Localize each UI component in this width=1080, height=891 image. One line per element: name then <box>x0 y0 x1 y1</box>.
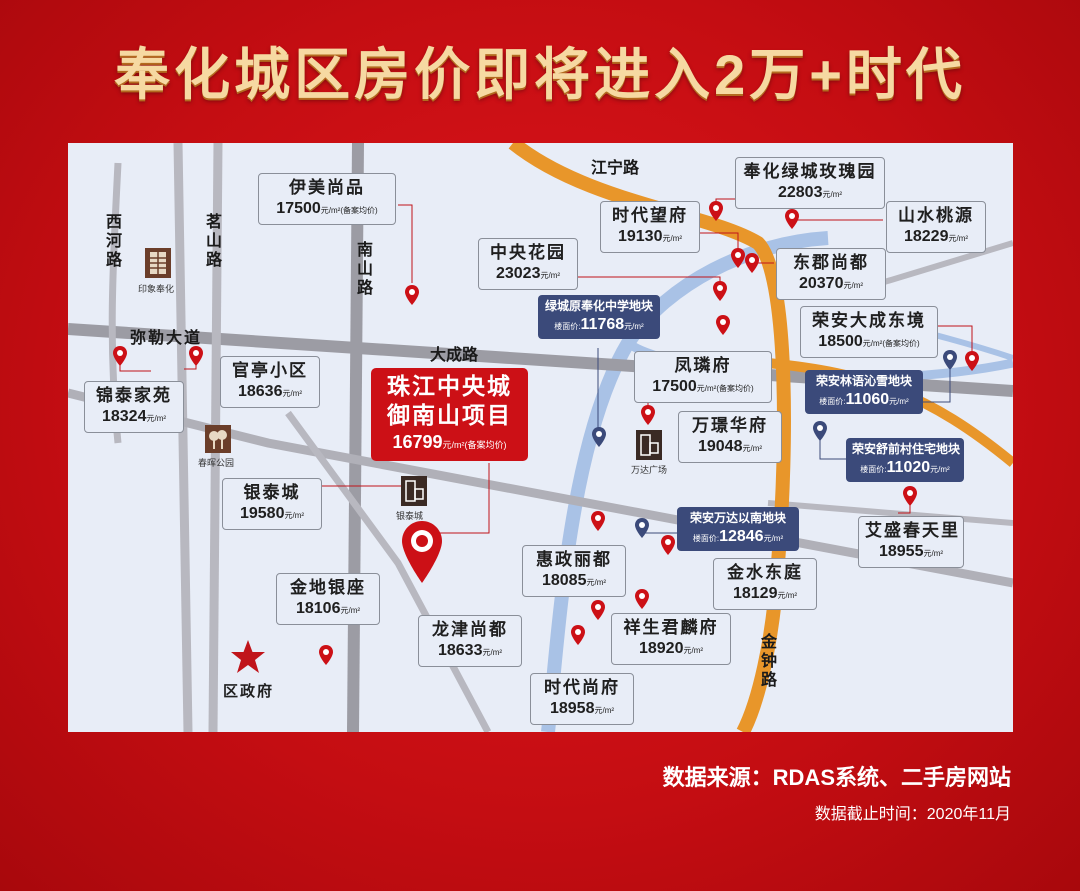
hero-price: 16799 <box>392 432 443 452</box>
card-meigui[interactable]: 奉化绿城玫瑰园 22803元/m² <box>735 157 885 209</box>
landmark-yinxiang-label: 印象奉化 <box>138 284 175 294</box>
card-jinshui[interactable]: 金水东庭 18129元/m² <box>713 558 817 610</box>
building-icon <box>145 248 171 278</box>
card-shanshui[interactable]: 山水桃源 18229元/m² <box>886 201 986 253</box>
road-label-dacheng: 大成路 <box>430 347 479 364</box>
road-label-mingshan: 茗山路 <box>205 214 222 269</box>
pin-guanting-icon[interactable] <box>189 346 203 366</box>
road-label-xihe: 西河路 <box>105 214 122 269</box>
card-yimei-price: 17500 <box>276 200 321 217</box>
land-rongan-shuqian[interactable]: 荣安舒前村住宅地块 楼面价:11020元/m² <box>846 438 964 482</box>
card-rongan-dacheng[interactable]: 荣安大成东境 18500元/m²(备案均价) <box>800 306 938 358</box>
card-jindi[interactable]: 金地银座 18106元/m² <box>276 573 380 625</box>
landmark-wanda-label: 万达广场 <box>631 465 668 475</box>
pin-dongjun-icon[interactable] <box>731 248 745 268</box>
card-longjin[interactable]: 龙津尚都 18633元/m² <box>418 615 522 667</box>
card-aisheng[interactable]: 艾盛春天里 18955元/m² <box>858 516 964 568</box>
pin-aisheng-icon[interactable] <box>903 486 917 506</box>
road-label-mile: 弥勒大道 <box>130 330 203 347</box>
data-cutoff: 数据截止时间：2020年11月 <box>814 806 1011 823</box>
pin-shidaiwang-icon[interactable] <box>709 201 723 221</box>
mall-icon <box>636 430 662 460</box>
card-wanjing[interactable]: 万璟华府 19048元/m² <box>678 411 782 463</box>
data-source: 数据来源：RDAS系统、二手房网站 <box>662 765 1011 790</box>
card-yimei-name: 伊美尚品 <box>289 178 365 197</box>
road-label-jiangning: 江宁路 <box>591 160 640 177</box>
shopping-icon <box>401 476 427 506</box>
card-yintai[interactable]: 银泰城 19580元/m² <box>222 478 322 530</box>
land-rongan-wanda[interactable]: 荣安万达以南地块 楼面价:12846元/m² <box>677 507 799 551</box>
card-shidaiwang[interactable]: 时代望府 19130元/m² <box>600 201 700 253</box>
hero-name-line2: 御南山项目 <box>387 402 512 428</box>
pin-longjin-icon[interactable] <box>571 625 585 645</box>
pin-jinshui-icon[interactable] <box>661 535 675 555</box>
park-icon <box>205 425 231 453</box>
pin-rongan-linyu-icon[interactable] <box>943 350 957 370</box>
card-yimei[interactable]: 伊美尚品 17500元/m²(备案均价) <box>258 173 396 225</box>
card-jintai[interactable]: 锦泰家苑 18324元/m² <box>84 381 184 433</box>
road-label-jinzhong: 金钟路 <box>760 634 777 689</box>
pin-dongjun2-icon[interactable] <box>745 253 759 273</box>
pin-zhongyang-icon[interactable] <box>713 281 727 301</box>
landmark-yintaicheng-label: 银泰城 <box>396 511 424 521</box>
card-shidaishang[interactable]: 时代尚府 18958元/m² <box>530 673 634 725</box>
pin-shidaishang-icon[interactable] <box>591 600 605 620</box>
pin-huizheng-icon[interactable] <box>591 511 605 531</box>
pin-yimei-icon[interactable] <box>405 285 419 305</box>
pin-jindi-icon[interactable] <box>319 645 333 665</box>
land-lvcheng-school[interactable]: 绿城原奉化中学地块 楼面价:11768元/m² <box>538 295 660 339</box>
pin-lvcheng-school-icon[interactable] <box>592 427 606 447</box>
hero-project-card[interactable]: 珠江中央城 御南山项目 16799元/m²(备案均价) <box>371 368 528 461</box>
pin-meigui-icon[interactable] <box>785 209 799 229</box>
card-xiangsheng[interactable]: 祥生君麟府 18920元/m² <box>611 613 731 665</box>
landmark-government-label: 区政府 <box>223 683 275 700</box>
pin-jintai-icon[interactable] <box>113 346 127 366</box>
card-zhongyang[interactable]: 中央花园 23023元/m² <box>478 238 578 290</box>
road-label-nanshan: 南山路 <box>356 242 373 297</box>
pin-rongan-dacheng-icon[interactable] <box>965 351 979 371</box>
poster-title: 奉化城区房价即将进入2万+时代 <box>114 43 966 106</box>
pin-rongan-shuqian-icon[interactable] <box>813 421 827 441</box>
map: 江宁路 西河路 茗山路 南山路 弥勒大道 大成路 金钟路 伊美尚品 17500元… <box>68 143 1013 732</box>
star-icon <box>231 640 265 673</box>
land-rongan-linyu[interactable]: 荣安林语沁雪地块 楼面价:11060元/m² <box>805 370 923 414</box>
pin-rongan-wanda-icon[interactable] <box>635 518 649 538</box>
pin-xiangsheng-icon[interactable] <box>635 589 649 609</box>
card-fenglin[interactable]: 凤璘府 17500元/m²(备案均价) <box>634 351 772 403</box>
card-huizheng[interactable]: 惠政丽都 18085元/m² <box>522 545 626 597</box>
landmark-chunhui-label: 春晖公园 <box>198 458 235 468</box>
hero-name-line1: 珠江中央城 <box>387 373 512 399</box>
pin-fenglin-icon[interactable] <box>716 315 730 335</box>
card-dongjun[interactable]: 东郡尚都 20370元/m² <box>776 248 886 300</box>
card-guanting[interactable]: 官亭小区 18636元/m² <box>220 356 320 408</box>
hero-location-pin-icon[interactable] <box>402 521 442 583</box>
pin-wanjing-icon[interactable] <box>641 405 655 425</box>
